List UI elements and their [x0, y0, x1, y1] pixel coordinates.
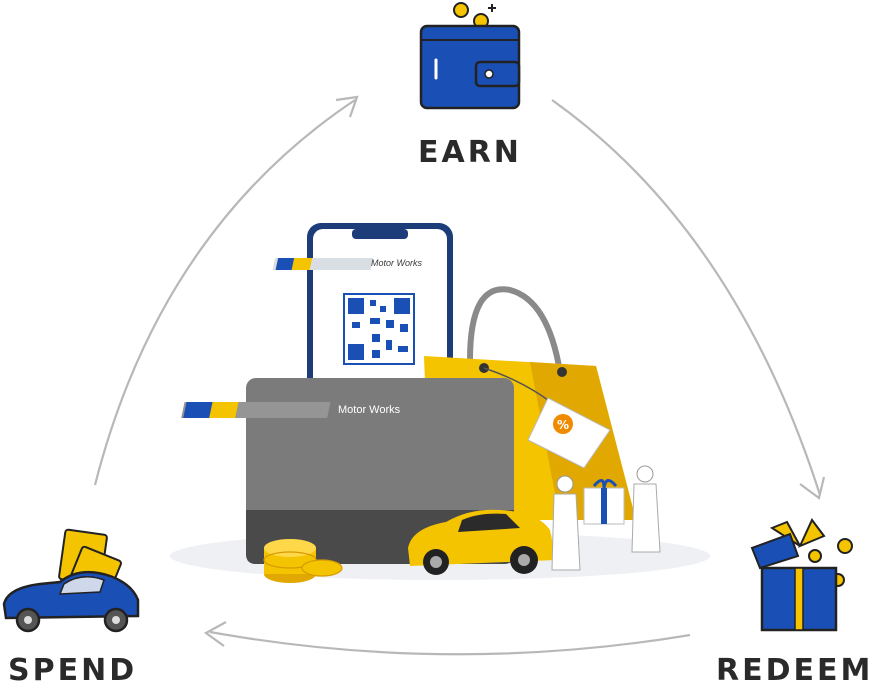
discount-tag-icon: %: [527, 397, 611, 469]
cycle-arrows: [93, 95, 826, 656]
step-label-earn: EARN: [418, 135, 522, 170]
gift-box-icon: [750, 518, 853, 632]
wallet-icon: [419, 2, 521, 110]
sports-car-illustration: [408, 509, 556, 575]
arrow-earn-to-redeem: [551, 99, 822, 496]
arrow-spend-to-earn-head: [335, 95, 359, 118]
phone-brand-text: Motor Works: [371, 258, 423, 268]
arrow-earn-to-redeem-head: [799, 476, 826, 500]
arrow-spend-to-earn: [93, 99, 356, 486]
center-illustration: %: [170, 223, 710, 583]
step-label-redeem: REDEEM: [716, 653, 874, 688]
people-illustration: [551, 465, 661, 571]
arrow-redeem-to-spend: [209, 630, 691, 656]
phone-illustration: [272, 223, 453, 403]
qr-code-icon: [343, 293, 415, 365]
step-label-spend: SPEND: [8, 653, 138, 688]
svg-text:%: %: [557, 418, 569, 432]
card-brand-text: Motor Works: [338, 404, 401, 416]
car-with-money-icon: [2, 528, 140, 633]
arrow-redeem-to-spend-head: [203, 621, 227, 647]
coin-stack-icon: [263, 539, 343, 583]
